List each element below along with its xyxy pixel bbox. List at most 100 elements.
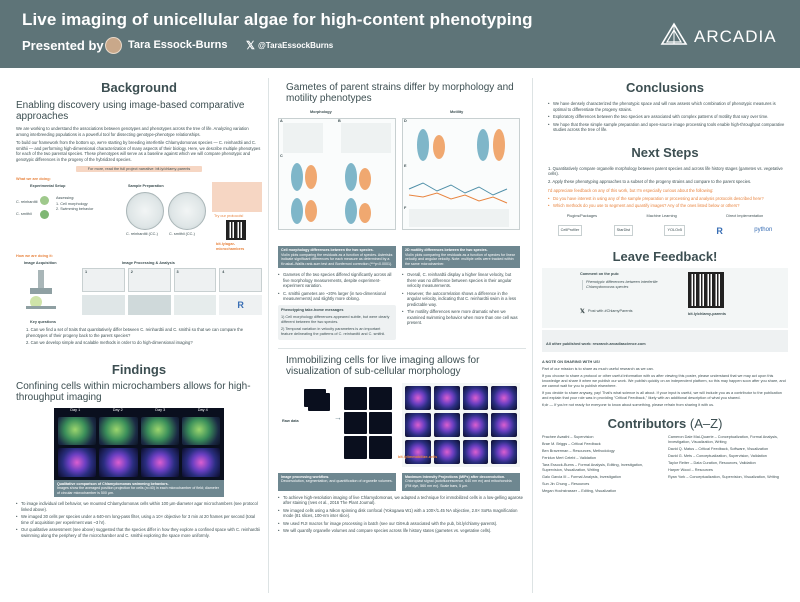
feedback-request: I'd appreciate feedback on any of this w… bbox=[548, 188, 714, 193]
other-work-bar: All other published work: research.arcad… bbox=[542, 329, 788, 352]
processing-step: 4 bbox=[219, 268, 262, 292]
yolo-logo: YOLOv5 bbox=[664, 225, 686, 236]
projection-image bbox=[140, 448, 179, 477]
gametes-text: Gametes of the two species differed sign… bbox=[278, 272, 526, 340]
mip-image bbox=[433, 439, 460, 464]
r-logo-icon: R bbox=[219, 295, 262, 315]
findings-bullets: To image individual cell behavior, we mo… bbox=[16, 501, 262, 538]
alga-cell-icon bbox=[40, 210, 49, 219]
takehome-box: Phenotyping take-home messages 1) Cell m… bbox=[278, 304, 396, 340]
key-question: 1. Can we find a set of traits that quan… bbox=[26, 327, 244, 338]
feedback-qr-link[interactable]: bit.ly/chlamy-parents bbox=[688, 311, 726, 316]
mip-image bbox=[491, 385, 517, 410]
background-para1: We are working to understand the associa… bbox=[16, 126, 249, 137]
mip-image bbox=[491, 412, 517, 437]
x-logo-icon: 𝕏 bbox=[246, 40, 255, 52]
x-logo-icon: 𝕏 bbox=[580, 308, 585, 315]
microscope-icon bbox=[26, 270, 56, 309]
workflow-caption: Image processing workflow. Deconvolution… bbox=[278, 472, 396, 491]
immobilizing-heading: Immobilizing cells for live imaging allo… bbox=[286, 354, 480, 377]
morphology-caption: Cell morphology differences between the … bbox=[278, 246, 396, 269]
projection-image bbox=[99, 448, 138, 477]
author-handle[interactable]: @TaraEssockBurns bbox=[258, 41, 334, 50]
how-label: How we are doing it: bbox=[16, 254, 53, 258]
next-steps-heading: Next Steps bbox=[631, 144, 699, 160]
post-hashtag: Post with #ChlamyParents bbox=[588, 308, 633, 313]
column-left: Background Enabling discovery using imag… bbox=[16, 72, 262, 540]
mip-image bbox=[433, 385, 460, 410]
pub-title[interactable]: Phenotypic differences between interfert… bbox=[582, 279, 660, 290]
processing-thumbnail bbox=[127, 295, 171, 315]
other-work-link[interactable]: All other published work: research.arcad… bbox=[546, 341, 646, 346]
mip-image bbox=[405, 412, 431, 437]
arrow-right-icon: → bbox=[334, 412, 342, 422]
methods-block: Image Acquisition Image Processing & Ana… bbox=[16, 259, 262, 317]
protocol-qr-code[interactable] bbox=[226, 220, 246, 240]
findings-bullet: To image individual cell behavior, we mo… bbox=[16, 501, 262, 512]
tool-header: Plugins/Packages bbox=[566, 213, 597, 218]
day-label: Day 2 bbox=[112, 407, 123, 412]
poster-header: Live imaging of unicellular algae for hi… bbox=[0, 0, 800, 68]
narrative-pill[interactable]: For more, read the full project narrativ… bbox=[76, 166, 202, 172]
morphology-plots bbox=[278, 118, 396, 230]
stardist-logo: StarDist bbox=[613, 225, 634, 236]
processed-thumbnail bbox=[344, 436, 367, 459]
motility-violin-plots bbox=[408, 129, 509, 227]
gametes-heading: Gametes of parent strains differ by morp… bbox=[286, 82, 514, 104]
feedback-questions: Do you have interest in using any of the… bbox=[548, 196, 788, 209]
mip-image bbox=[433, 412, 460, 437]
projection-image bbox=[140, 416, 179, 445]
comment-lead: Comment on the pub: bbox=[580, 271, 620, 276]
arcadia-logo-icon bbox=[660, 22, 688, 45]
protocol-link[interactable]: bit.ly/agar-microchambers bbox=[216, 242, 245, 251]
feedback-box: Comment on the pub: Phenotypic differenc… bbox=[542, 267, 788, 328]
column-right: Conclusions We have densely characterize… bbox=[542, 72, 788, 496]
findings-caption-title: Qualitative comparison of Chlamydomonas … bbox=[57, 481, 169, 486]
swimming-projection-grid bbox=[58, 416, 220, 477]
poster-title: Live imaging of unicellular algae for hi… bbox=[22, 10, 533, 29]
feedback-qr-code[interactable] bbox=[688, 271, 724, 308]
background-heading: Background bbox=[101, 80, 177, 95]
mip-image bbox=[405, 385, 431, 410]
day-label: Day 3 bbox=[155, 407, 166, 412]
panel-letter: D bbox=[404, 119, 407, 123]
projection-image bbox=[58, 416, 97, 445]
conclusions-heading: Conclusions bbox=[625, 80, 704, 95]
mip-image bbox=[462, 385, 489, 410]
processing-thumbnails: R bbox=[82, 295, 262, 315]
immobilize-link[interactable]: bit.ly/immobilize-cells bbox=[398, 455, 438, 459]
background-subheading: Enabling discovery using image-based com… bbox=[16, 100, 245, 122]
findings-bullet: Our qualitative assessment (see above) s… bbox=[16, 527, 262, 538]
panel-letter: B bbox=[338, 119, 341, 123]
day-labels: Day 1 Day 2 Day 3 Day 4 bbox=[54, 408, 224, 416]
next-step-item: 1. Quantitatively compare organelle morp… bbox=[548, 165, 783, 177]
author-name: Tara Essock-Burns bbox=[128, 39, 228, 51]
image-acq-label: Image Acquisition bbox=[24, 261, 57, 265]
prep-caption: C. reinhardtii (CC-) bbox=[126, 232, 158, 236]
morphology-bullets: Gametes of the two species differed sign… bbox=[278, 272, 396, 302]
panel-letter: C bbox=[280, 154, 283, 158]
processing-step: 1 bbox=[82, 268, 125, 292]
raw-stack-image bbox=[308, 392, 330, 411]
immobilizing-figure: Raw data → bbox=[278, 382, 526, 473]
sample-prep-label: Sample Preparation bbox=[128, 184, 164, 188]
assess-item: 1. Cell morphology bbox=[56, 202, 88, 206]
processing-workflow: Raw data → bbox=[278, 383, 396, 463]
sharing-para: If you decide to share anyway, yay! That… bbox=[542, 390, 782, 400]
microchamber-image bbox=[126, 192, 164, 230]
microchamber-image bbox=[168, 192, 206, 230]
motility-plots bbox=[402, 118, 520, 230]
morphology-label: Morphology bbox=[310, 110, 332, 114]
motility-text: Overall, C. reinhardtii display a higher… bbox=[402, 272, 520, 340]
findings-caption-body: Images show the averaged position projec… bbox=[57, 486, 219, 495]
org-name: ARCADIA bbox=[694, 27, 777, 46]
immobilizing-captions: Image processing workflow. Deconvolution… bbox=[278, 472, 526, 491]
conclusions-bullets: We have densely characterized the phenot… bbox=[548, 101, 788, 133]
processing-thumbnail bbox=[82, 295, 125, 315]
processed-thumbnails bbox=[344, 386, 392, 459]
findings-bullet: We imaged 30 cells per species under a 6… bbox=[16, 514, 262, 525]
r-logo-icon: R bbox=[716, 225, 723, 236]
column-divider bbox=[532, 78, 533, 593]
feedback-heading: Leave Feedback! bbox=[612, 248, 718, 264]
processing-steps: 1 2 3 4 bbox=[82, 268, 262, 292]
